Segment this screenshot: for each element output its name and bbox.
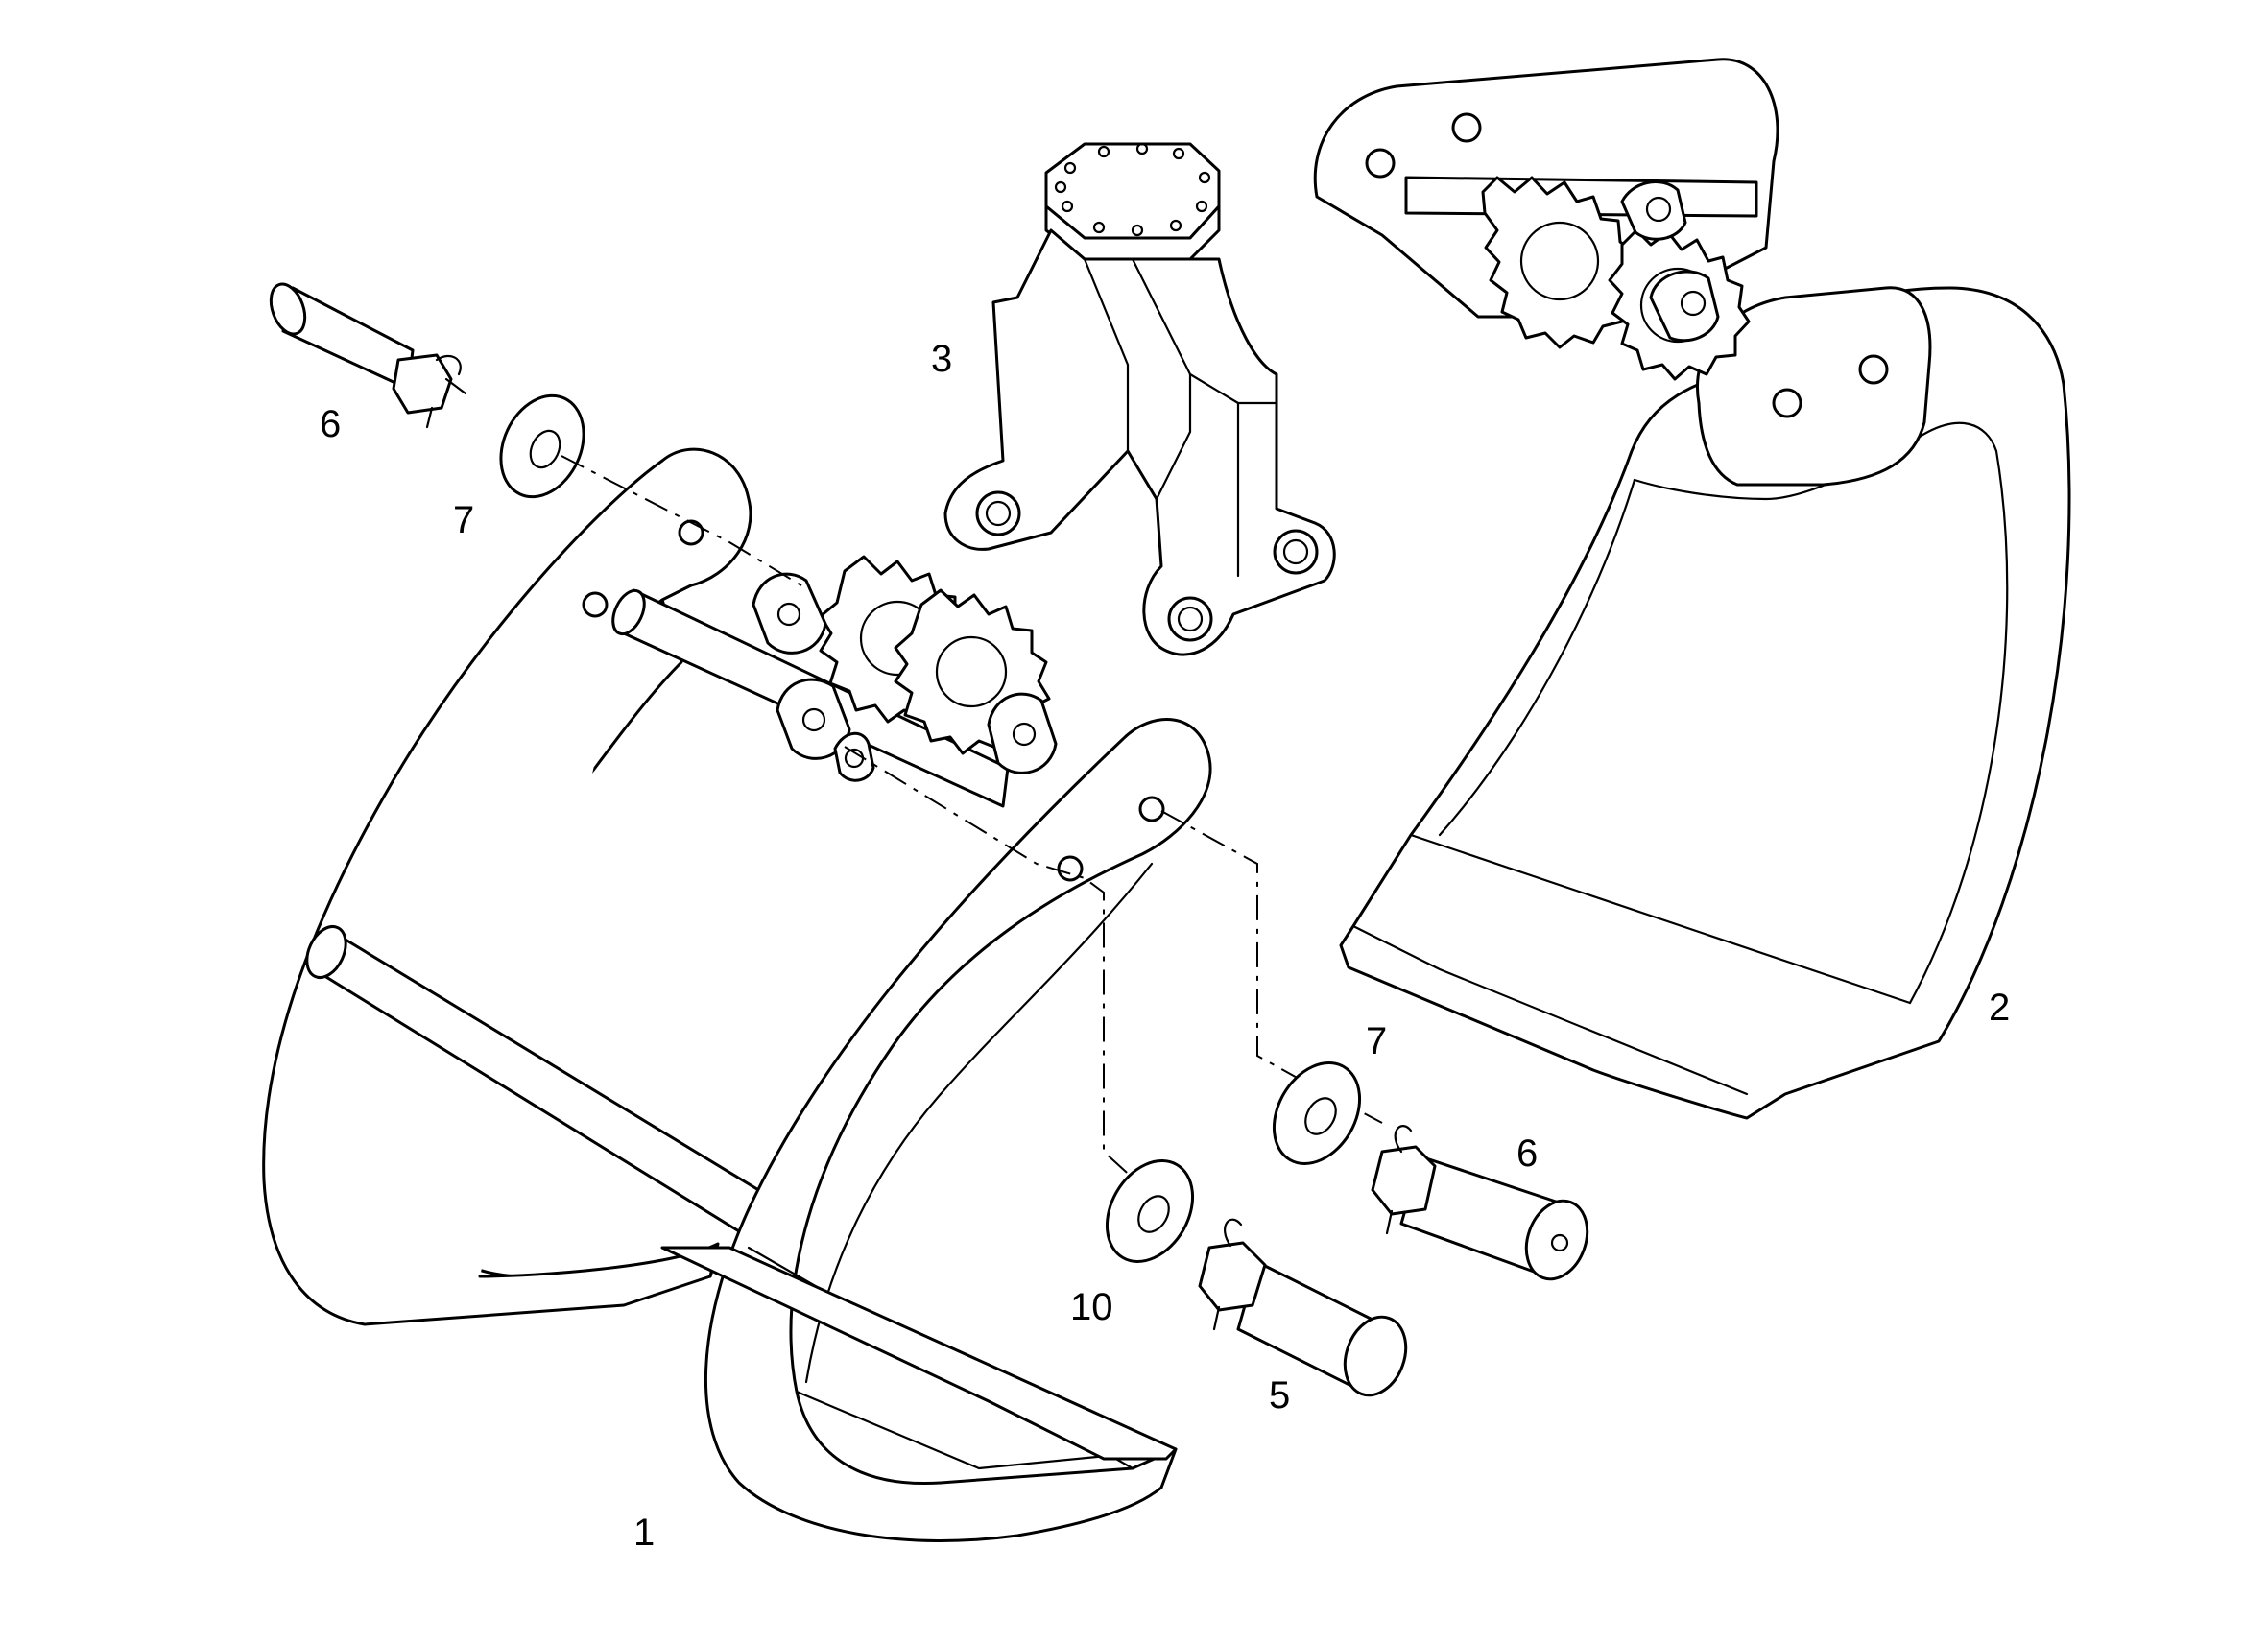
callout-part-5: 5 [1269,1374,1290,1417]
grapple-jaw-right [1313,58,2071,1120]
bolt-circle [1054,142,1211,237]
gear-cluster-left-jaw [752,555,1058,782]
grapple-jaw-left [262,447,1212,1542]
callout-part-7-upper-left: 7 [453,499,474,541]
callout-part-6-upper-left: 6 [320,403,341,445]
callout-part-7-right: 7 [1366,1020,1387,1062]
callout-labels: 1 2 3 5 6 6 7 7 10 [320,338,2010,1554]
callout-part-10: 10 [1070,1286,1113,1328]
pin-lower [1198,1218,1408,1397]
washer-right [1272,1061,1362,1165]
callout-part-6-right: 6 [1516,1132,1538,1175]
callout-part-1: 1 [633,1512,655,1554]
washer-upper-left [499,393,585,499]
callout-part-2: 2 [1989,987,2010,1029]
washer-lower [1105,1159,1195,1263]
pin-right [1371,1125,1589,1281]
callout-part-3: 3 [931,338,952,380]
rotator-bracket [943,142,1336,656]
pin-upper-left [269,282,467,429]
